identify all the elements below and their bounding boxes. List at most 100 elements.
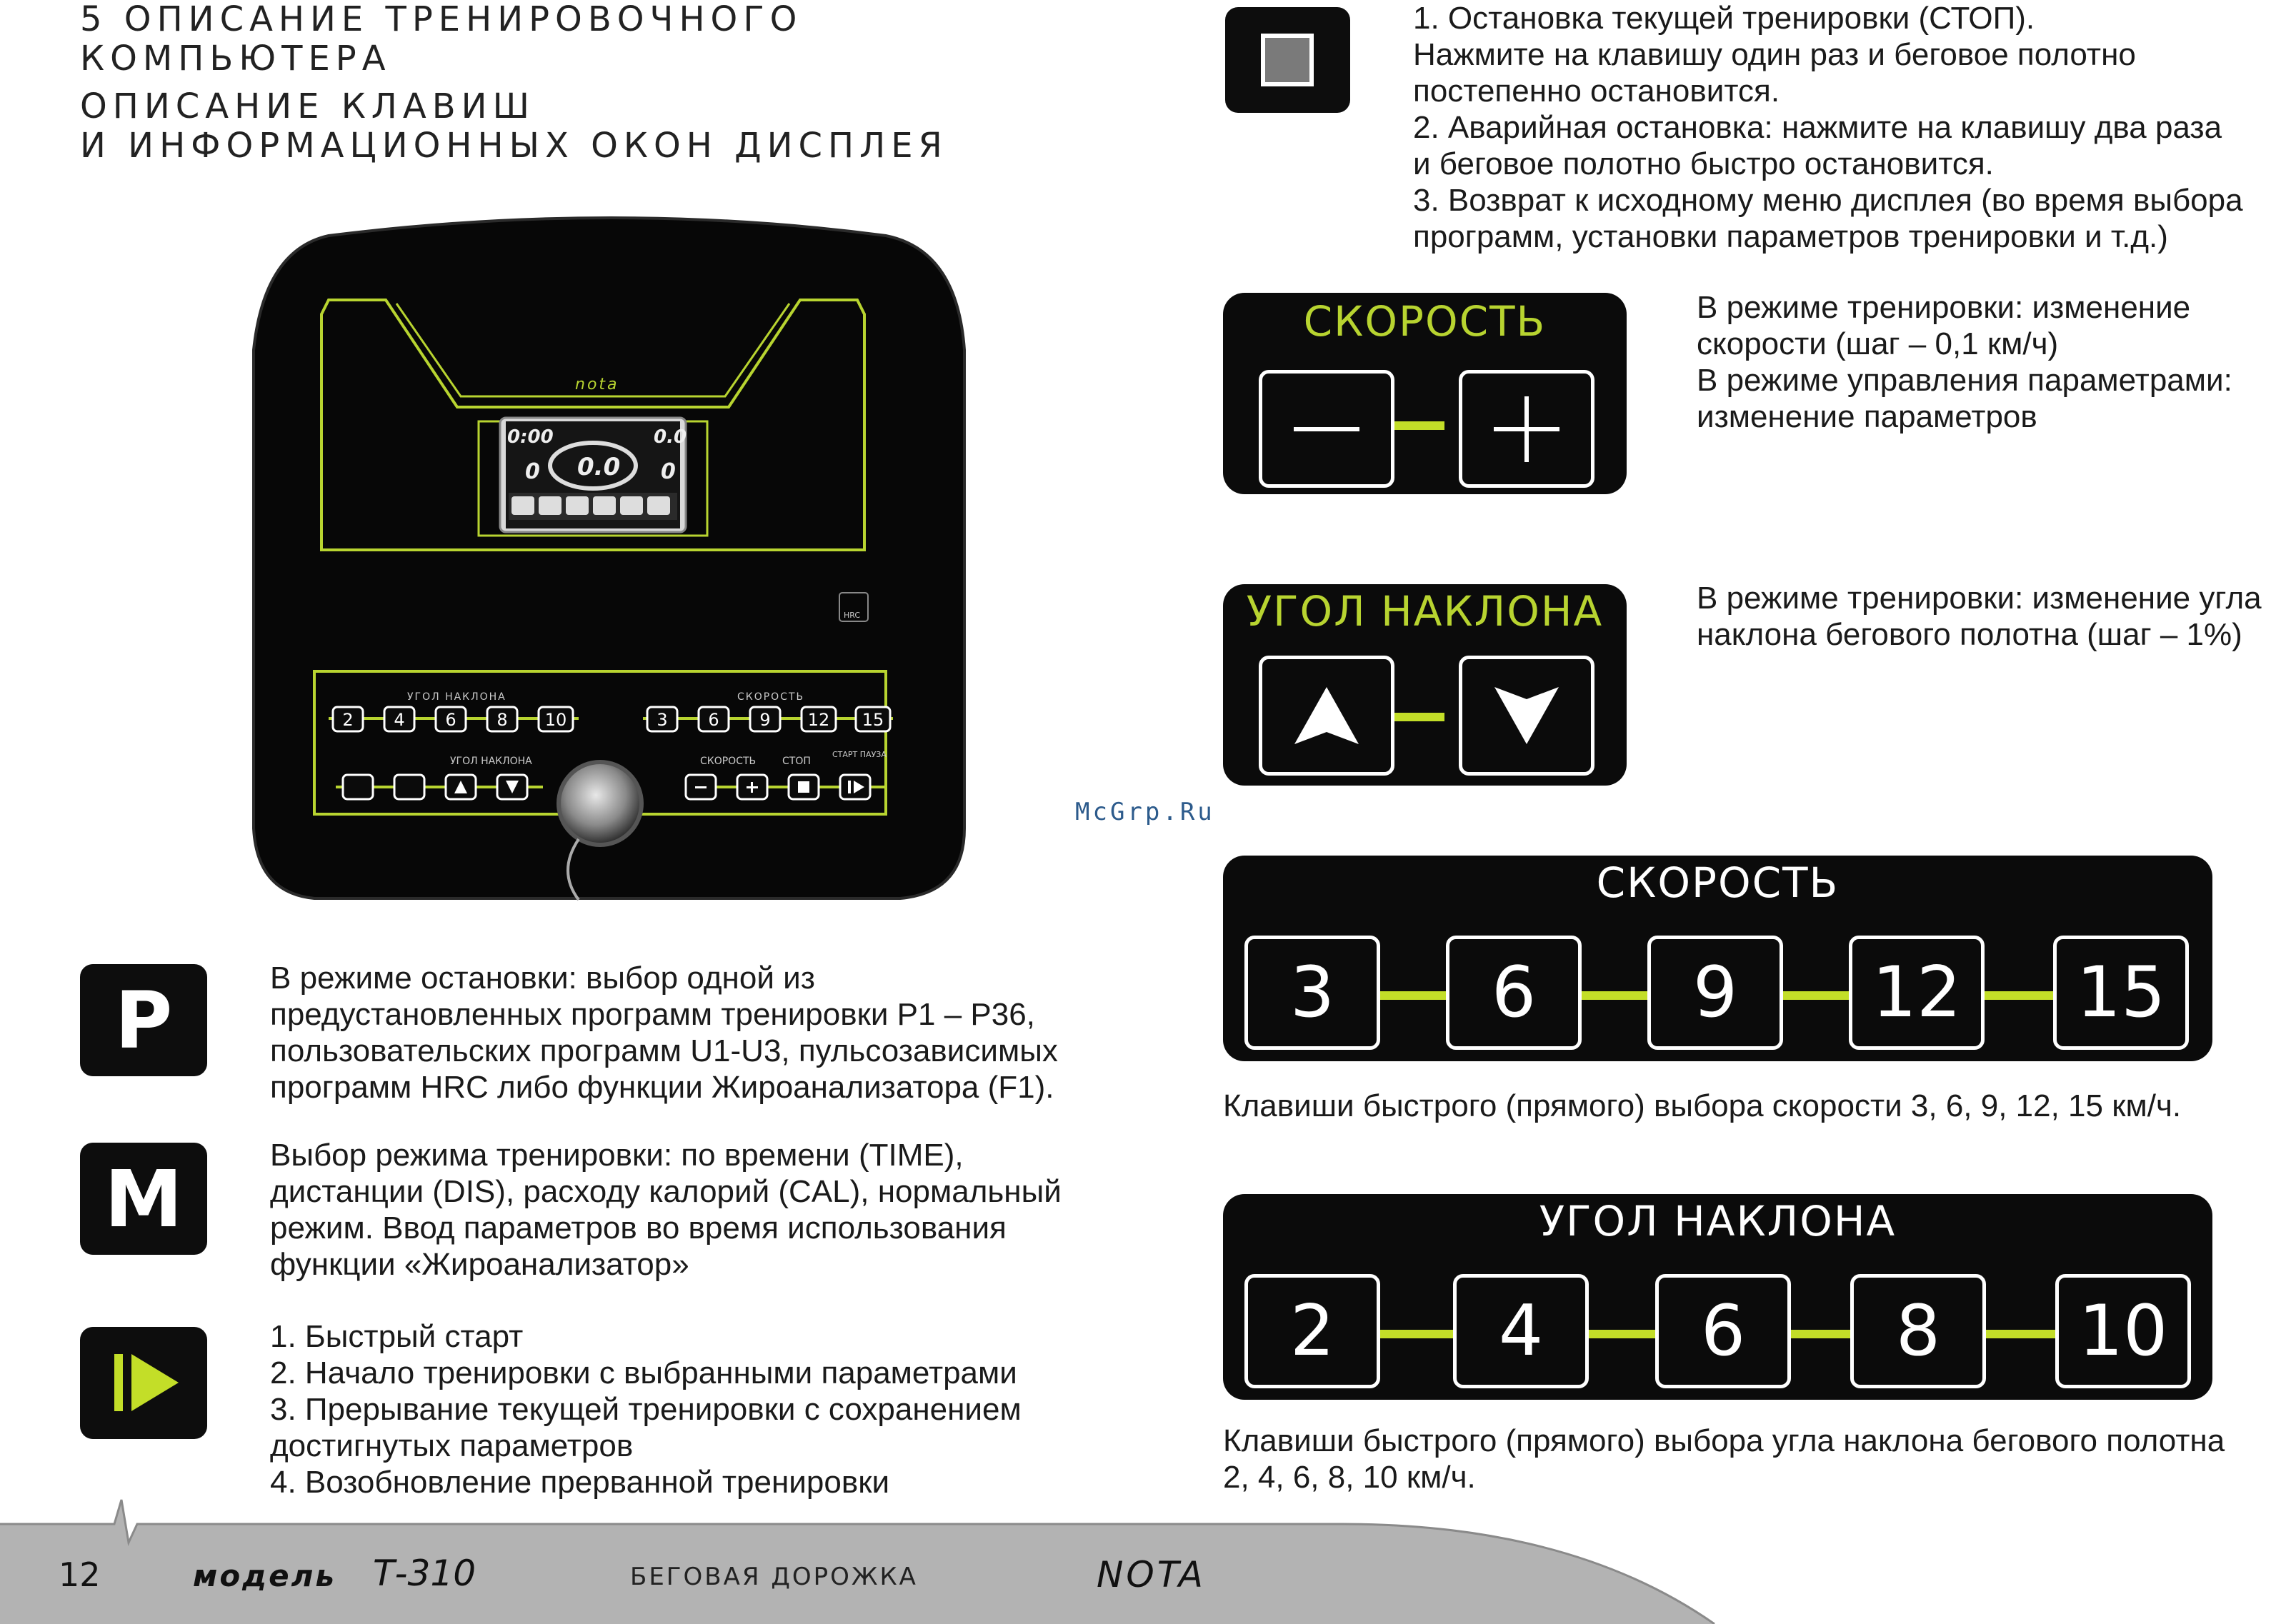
- incline-up-button[interactable]: [1259, 656, 1394, 776]
- m-key-icon: M: [80, 1143, 207, 1255]
- arrow-down-icon: [1494, 687, 1559, 744]
- footer-brand: NOTA: [1097, 1554, 1206, 1595]
- console-incline-key-6: 6: [445, 710, 456, 730]
- heading-line-4: и информационных окон дисплея: [80, 126, 948, 166]
- minus-icon: [1294, 426, 1359, 431]
- console-safety-knob: [556, 760, 644, 847]
- speed-minus-button[interactable]: [1259, 370, 1394, 488]
- console-incline-key-8: 8: [496, 710, 507, 730]
- console-stop-label: СТОП: [782, 756, 811, 767]
- incline-quick-key-8[interactable]: 8: [1850, 1274, 1986, 1388]
- console-incline-key-2: 2: [342, 710, 353, 730]
- stop-key-description: 1. Остановка текущей тренировки (СТОП). …: [1413, 0, 2286, 255]
- console-incline-key-4: 4: [394, 710, 404, 730]
- m-key-description: Выбор режима тренировки: по времени (TIM…: [270, 1137, 1163, 1283]
- speed-desc-3: В режиме управления параметрами:: [1697, 363, 2232, 398]
- stop-key-icon: [1225, 7, 1350, 113]
- speed-desc-2: скорости (шаг – 0,1 км/ч): [1697, 326, 2059, 361]
- console-graphic: 0:00 0.0 0.0 0 0 nota HRC УГОЛ НАКЛОНА С…: [252, 216, 966, 901]
- speed-desc-1: В режиме тренировки: изменение: [1697, 290, 2191, 325]
- console-speed-key-9: 9: [759, 710, 770, 730]
- hrc-sensor-label: HRC: [844, 611, 860, 620]
- footer-background: [0, 1499, 1715, 1624]
- heading-line-3: Описание клавиш: [80, 86, 535, 126]
- stop-item-3: постепенно остановится.: [1413, 74, 1780, 109]
- p-key-description: В режиме остановки: выбор одной из преду…: [270, 960, 1163, 1106]
- m-desc-2: дистанции (DIS), расходу калорий (CAL), …: [270, 1174, 1062, 1209]
- incline-control-panel: УГОЛ НАКЛОНА: [1223, 584, 1627, 786]
- speed-quick-key-12[interactable]: 12: [1849, 936, 1985, 1050]
- lcd-display: [506, 421, 680, 528]
- console-brand-logo: nota: [575, 376, 619, 394]
- console-start-label: СТАРТ ПАУЗА: [832, 750, 887, 759]
- footer-product: БЕГОВАЯ ДОРОЖКА: [630, 1563, 918, 1591]
- incline-quick-key-6[interactable]: 6: [1655, 1274, 1791, 1388]
- incline-desc-1: В режиме тренировки: изменение угла: [1697, 581, 2262, 616]
- p-desc-1: В режиме остановки: выбор одной из: [270, 961, 815, 996]
- incline-quick-key-4[interactable]: 4: [1453, 1274, 1589, 1388]
- start-desc-4: достигнутых параметров: [270, 1428, 634, 1463]
- p-key-letter: P: [114, 974, 173, 1066]
- start-desc-5: 4. Возобновление прерванной тренировки: [270, 1465, 890, 1500]
- speed-desc-4: изменение параметров: [1697, 399, 2037, 434]
- speed-quick-panel: СКОРОСТЬ 3 6 9 12 15: [1223, 856, 2212, 1061]
- speed-plus-button[interactable]: [1459, 370, 1594, 488]
- arrow-up-icon: [1294, 687, 1359, 744]
- m-desc-4: функции «Жироанализатор»: [270, 1247, 689, 1282]
- incline-panel-title: УГОЛ НАКЛОНА: [1246, 587, 1604, 636]
- m-key-letter: M: [104, 1153, 183, 1245]
- console-speed-key-3: 3: [657, 710, 667, 730]
- heading-line-1: 5 Описание тренировочного: [80, 0, 803, 39]
- incline-quick-caption: Клавиши быстрого (прямого) выбора угла н…: [1223, 1423, 2280, 1495]
- p-desc-4: программ HRC либо функции Жироанализатор…: [270, 1070, 1054, 1105]
- lcd-time: 0:00: [507, 426, 554, 448]
- incline-quick-panel: УГОЛ НАКЛОНА 2 4 6 8 10: [1223, 1194, 2212, 1400]
- stop-item-4: 2. Аварийная остановка: нажмите на клави…: [1413, 110, 2222, 145]
- start-desc-3: 3. Прерывание текущей тренировки с сохра…: [270, 1392, 1022, 1427]
- incline-quick-key-10[interactable]: 10: [2055, 1274, 2191, 1388]
- console-speed-key-12: 12: [808, 710, 830, 730]
- section-heading: 5 Описание тренировочного компьютера: [80, 0, 802, 79]
- start-key-description: 1. Быстрый старт 2. Начало тренировки с …: [270, 1318, 1163, 1500]
- speed-panel-title: СКОРОСТЬ: [1303, 297, 1547, 346]
- lcd-left-value: 0: [525, 459, 540, 484]
- console-bottom-speed-label: СКОРОСТЬ: [700, 756, 756, 767]
- subsection-heading: Описание клавиш и информационных окон ди…: [80, 87, 948, 166]
- console-incline-key-10: 10: [545, 710, 567, 730]
- speed-quick-key-15[interactable]: 15: [2053, 936, 2189, 1050]
- play-pause-icon: [114, 1354, 123, 1411]
- m-desc-3: режим. Ввод параметров во время использо…: [270, 1211, 1007, 1245]
- console-illustration: 0:00 0.0 0.0 0 0 nota HRC УГОЛ НАКЛОНА С…: [243, 207, 986, 907]
- stop-item-5: и беговое полотно быстро остановится.: [1413, 146, 1994, 181]
- speed-quick-key-3[interactable]: 3: [1244, 936, 1380, 1050]
- speed-control-description: В режиме тренировки: изменение скорости …: [1697, 289, 2286, 435]
- incline-down-button[interactable]: [1459, 656, 1594, 776]
- stop-item-7: программ, установки параметров тренировк…: [1413, 219, 2168, 254]
- stop-item-1: 1. Остановка текущей тренировки (СТОП).: [1413, 1, 2035, 36]
- console-speed-label: СКОРОСТЬ: [737, 691, 804, 703]
- footer: 12 модель Т-310 БЕГОВАЯ ДОРОЖКА NOTA: [0, 1493, 2286, 1624]
- incline-quick-key-2[interactable]: 2: [1244, 1274, 1380, 1388]
- incline-quick-title: УГОЛ НАКЛОНА: [1539, 1197, 1897, 1245]
- console-speed-key-6: 6: [708, 710, 719, 730]
- page-number: 12: [59, 1555, 101, 1594]
- start-desc-2: 2. Начало тренировки с выбранными параме…: [270, 1355, 1017, 1390]
- speed-quick-key-9[interactable]: 9: [1647, 936, 1783, 1050]
- incline-control-description: В режиме тренировки: изменение угла накл…: [1697, 580, 2286, 653]
- lcd-distance: 0.0: [654, 426, 687, 448]
- heading-line-2: компьютера: [80, 39, 391, 79]
- speed-quick-key-6[interactable]: 6: [1446, 936, 1582, 1050]
- m-desc-1: Выбор режима тренировки: по времени (TIM…: [270, 1138, 964, 1173]
- incline-desc-2: наклона бегового полотна (шаг – 1%): [1697, 617, 2242, 652]
- incline-caption-line-2: 2, 4, 6, 8, 10 км/ч.: [1223, 1460, 1476, 1495]
- lcd-speed: 0.0: [577, 453, 620, 481]
- incline-caption-line-1: Клавиши быстрого (прямого) выбора угла н…: [1223, 1423, 2225, 1458]
- footer-model-prefix: модель: [193, 1558, 336, 1593]
- speed-quick-caption: Клавиши быстрого (прямого) выбора скорос…: [1223, 1088, 2182, 1123]
- p-key-icon: P: [80, 964, 207, 1076]
- p-desc-2: предустановленных программ тренировки P1…: [270, 997, 1035, 1032]
- speed-quick-title: СКОРОСТЬ: [1596, 858, 1840, 907]
- footer-model: Т-310: [373, 1553, 476, 1594]
- watermark: McGrp.Ru: [1075, 798, 1215, 826]
- console-bottom-incline-label: УГОЛ НАКЛОНА: [450, 756, 532, 767]
